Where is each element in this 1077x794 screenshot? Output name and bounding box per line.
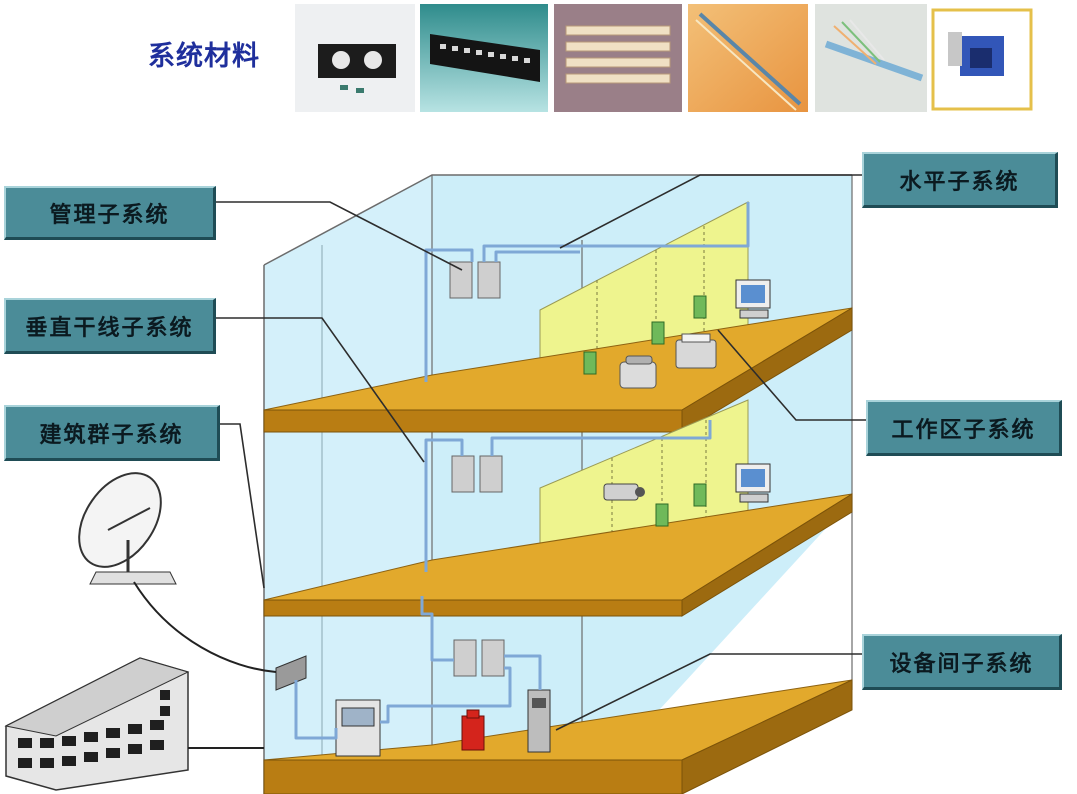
label-horizontal-subsystem: 水平子系统 [862,152,1058,208]
label-equipment-room-subsystem: 设备间子系统 [862,634,1062,690]
label-work-area-subsystem: 工作区子系统 [866,400,1062,456]
fax-icon [675,333,717,369]
patch-panel-icon [453,639,505,677]
material-thumbnails [295,4,1033,112]
floor-3 [263,201,853,433]
wall-outlet [655,483,707,527]
floor-2 [263,399,853,617]
satellite-dish-icon [78,472,177,585]
thumb-110-block [554,4,682,112]
thumb-fiber-box [295,4,415,112]
camera-icon [603,483,645,501]
telephone-icon [619,355,657,389]
wall-outlet [583,295,707,375]
cabling [294,202,750,740]
thumb-fiber-cable [688,4,808,112]
floor-1 [263,639,853,794]
pbx-switch-icon [335,699,381,757]
computer-icon [735,463,771,503]
leader-lines [214,174,868,731]
thumb-patch-panel [420,4,548,112]
label-vertical-subsystem: 垂直干线子系统 [4,298,216,354]
thumb-utp-cable [815,4,927,112]
computer-icon [735,279,771,319]
fire-extinguisher-icon [461,709,485,751]
campus-building-icon [4,657,190,791]
entrance-panel-icon [275,655,307,691]
patch-panel-icon [449,261,501,299]
thumb-rj45-module [931,8,1033,111]
page-title: 系统材料 [148,41,260,72]
label-management-subsystem: 管理子系统 [4,186,216,240]
server-icon [527,689,551,753]
patch-panel-icon [451,455,503,493]
external-links [133,581,277,749]
label-campus-subsystem: 建筑群子系统 [4,405,220,461]
